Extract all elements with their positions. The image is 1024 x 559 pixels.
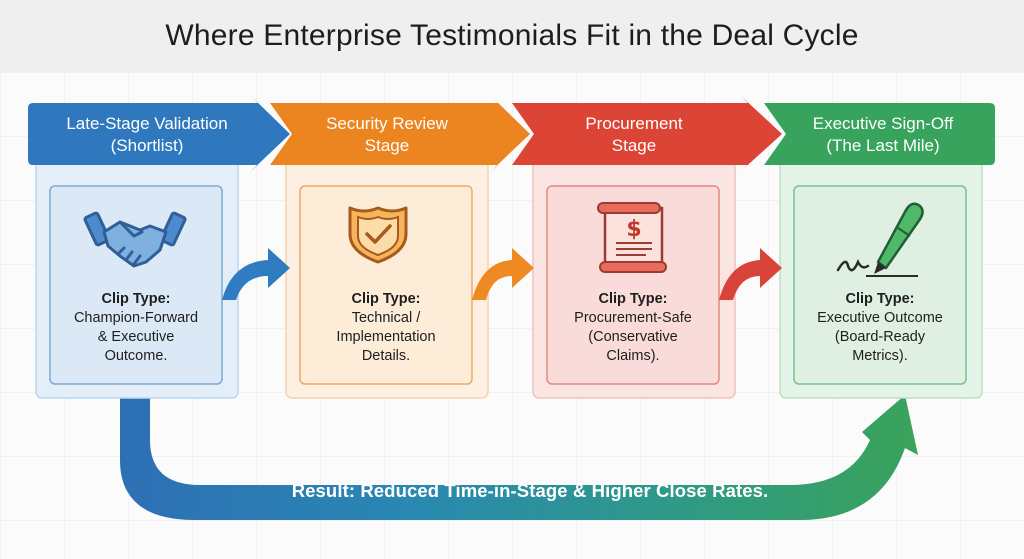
result-arrow [120,385,918,520]
stage-panel-4 [779,159,983,399]
clip-type-line: Champion-Forward [73,310,199,326]
clip-type-line: Technical / [351,310,421,326]
stage-4-clip-type: Clip Type: Executive Outcome (Board-Read… [794,290,966,366]
result-label: Result: Reduced Time-in-Stage & Higher C… [291,480,769,501]
stage-1-header: Late-Stage Validation (Shortlist) [36,112,258,158]
stage-3-title-line1: Procurement [585,114,683,133]
stage-1-title-line2: (Shortlist) [110,136,184,155]
stage-3-clip-type: Clip Type: Procurement-Safe (Conservativ… [547,290,719,366]
clip-type-line: Procurement-Safe [574,310,692,326]
clip-type-label: Clip Type: [351,291,421,307]
clip-type-label: Clip Type: [101,291,171,307]
stage-1-title-line1: Late-Stage Validation [66,114,228,133]
clip-type-line: Implementation [336,329,436,345]
connector-arrow-2 [472,248,534,300]
stage-panel-2 [285,159,489,399]
stage-4-header: Executive Sign-Off (The Last Mile) [776,112,990,158]
clip-type-label: Clip Type: [845,291,915,307]
clip-type-line: Claims). [606,348,660,364]
clip-type-line: Metrics). [852,348,908,364]
clip-type-line: Executive Outcome [817,310,943,326]
stage-header-band [28,95,995,172]
clip-type-line: & Executive [97,329,175,345]
stage-2-header: Security Review Stage [286,112,488,158]
stage-4-title-line2: (The Last Mile) [826,136,940,155]
clip-type-line: Details. [361,348,411,364]
connector-arrow-3 [719,248,782,300]
page-title: Where Enterprise Testimonials Fit in the… [165,19,859,52]
stage-2-title-line2: Stage [364,136,410,155]
stage-3-title-line2: Stage [611,136,657,155]
title-bar: Where Enterprise Testimonials Fit in the… [0,0,1024,72]
stage-1-clip-type: Clip Type: Champion-Forward & Executive … [50,290,222,366]
handshake-icon [83,211,187,268]
clip-type-line: (Conservative [588,329,678,345]
clip-type-line: Outcome. [104,348,168,364]
stage-3-header: Procurement Stage [533,112,735,158]
stage-panel-3 [532,159,736,399]
stage-2-title-line1: Security Review [326,114,448,133]
connector-arrow-1 [222,248,290,300]
pen-signature-icon [836,202,924,277]
invoice-scroll-icon: $ [597,202,667,273]
clip-type-line: (Board-Ready [834,329,926,345]
stage-4-title-line1: Executive Sign-Off [812,114,954,133]
stage-2-clip-type: Clip Type: Technical / Implementation De… [300,290,472,366]
svg-text:$: $ [626,217,641,242]
clip-type-label: Clip Type: [598,291,668,307]
shield-check-icon [348,206,408,264]
